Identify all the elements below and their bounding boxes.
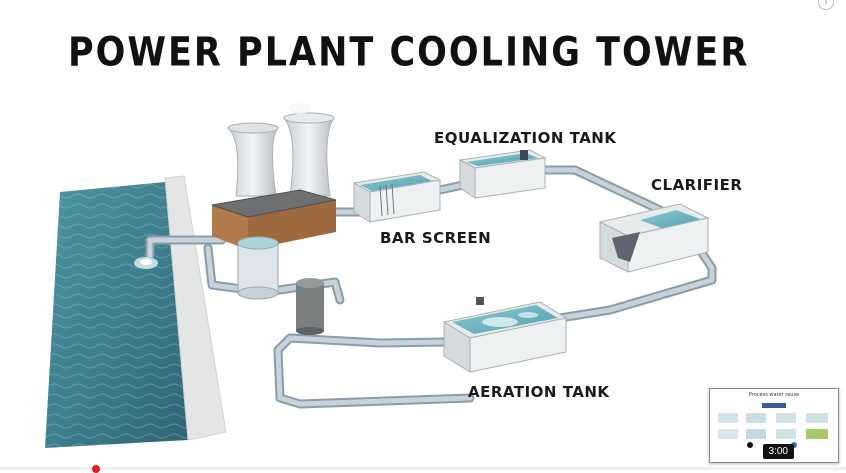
cooling-towers	[226, 102, 335, 197]
chemical-silo	[296, 278, 324, 335]
intake-tank	[237, 236, 279, 300]
progress-bar[interactable]	[0, 465, 846, 473]
label-bar-screen: BAR SCREEN	[380, 229, 492, 247]
sea-water	[45, 182, 188, 448]
video-duration: 3:00	[762, 444, 794, 459]
clarifier-unit	[598, 203, 710, 273]
progress-scrubber[interactable]	[92, 465, 100, 473]
label-aeration-tank: AERATION TANK	[468, 383, 610, 401]
bar-screen-unit	[352, 171, 442, 223]
thumbnail-preview-image	[718, 403, 828, 448]
power-plant-building	[211, 189, 337, 250]
label-clarifier: CLARIFIER	[651, 176, 743, 194]
label-equalization-tank: EQUALIZATION TANK	[434, 129, 617, 147]
equalization-tank-unit	[458, 149, 547, 199]
aeration-tank-unit	[442, 297, 568, 373]
next-video-thumbnail[interactable]: Process water reuse 3:00	[709, 388, 839, 463]
page-title: POWER PLANT COOLING TOWER	[68, 30, 750, 76]
outfall-splash	[134, 257, 158, 269]
thumbnail-title: Process water reuse	[748, 392, 800, 398]
